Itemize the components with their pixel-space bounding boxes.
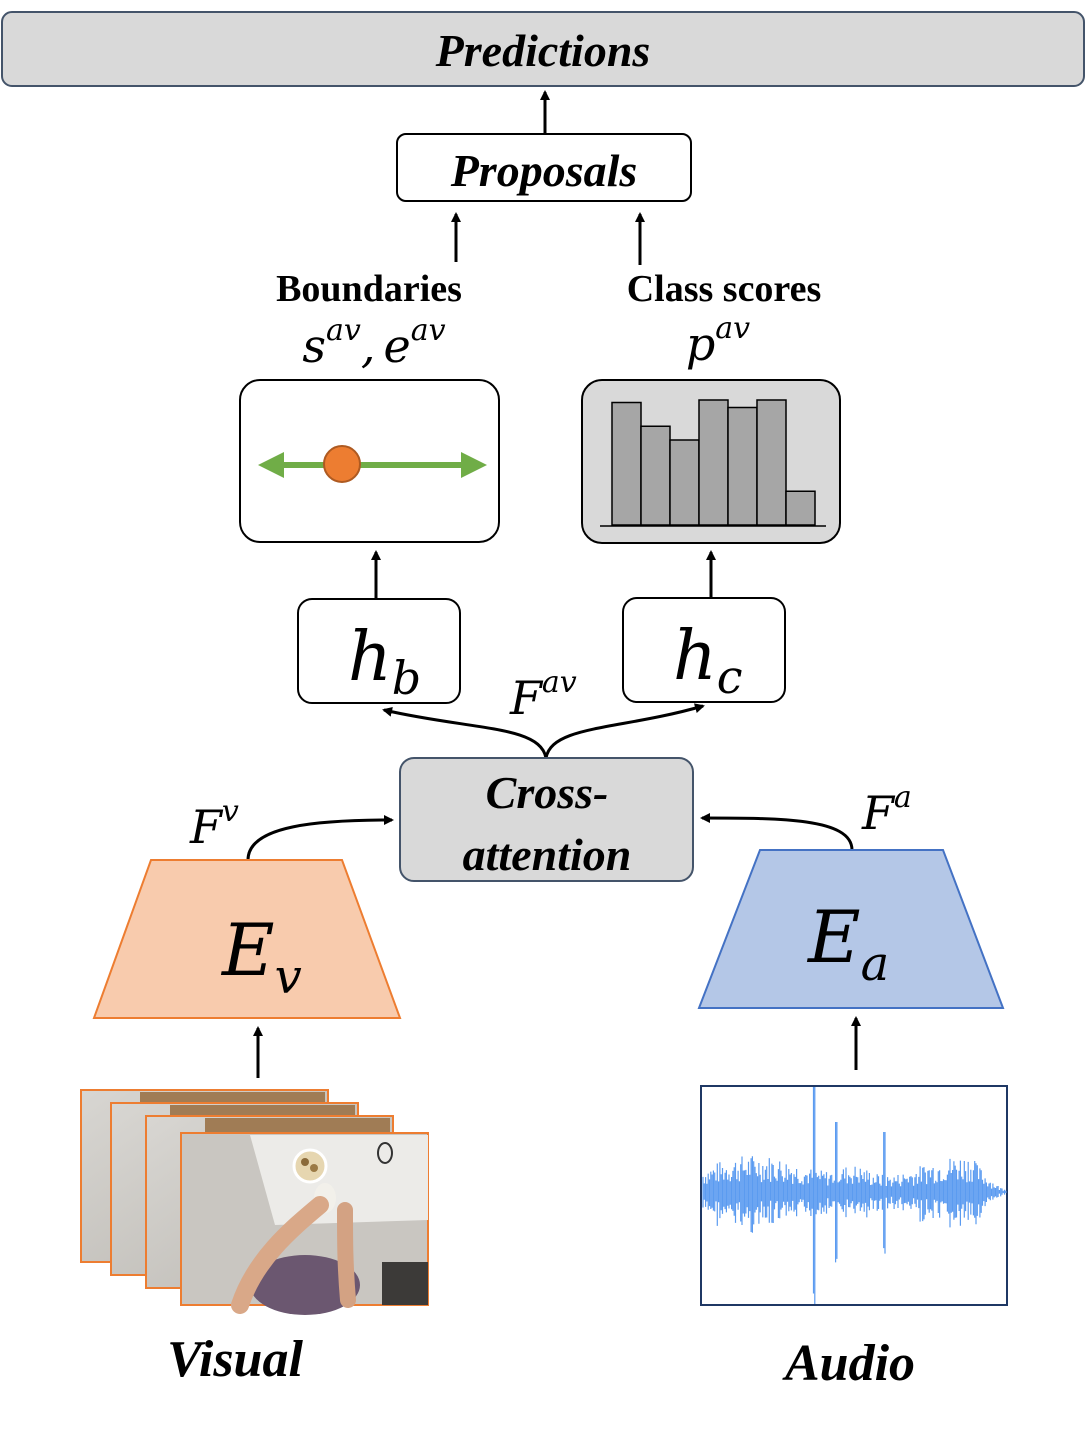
visual-encoder-label: Ev	[220, 908, 302, 1005]
boundary-right-arrow-icon	[461, 452, 487, 478]
visual-encoder: Ev	[92, 859, 402, 1019]
boundary-center-dot-icon	[323, 445, 361, 483]
boundary-head-box: hb	[297, 598, 461, 705]
class-score-bar	[698, 399, 729, 526]
class-score-bar	[727, 406, 758, 526]
predictions-box: Predictions	[1, 11, 1085, 87]
predictions-label: Predictions	[435, 25, 651, 76]
arrow-cross-attention-to-hc	[544, 703, 705, 759]
cross-attention-label-line1: Cross-	[486, 767, 609, 818]
boundary-left-arrow-icon	[258, 452, 284, 478]
proposals-box: Proposals	[396, 133, 692, 202]
audio-waveform	[702, 1087, 1007, 1304]
audio-feature-label: Fa	[861, 780, 912, 840]
arrow-audio-encoder-to-cross-attention	[700, 813, 854, 851]
arrow-visual-encoder-to-cross-attention	[246, 815, 394, 861]
class-score-bar	[669, 439, 700, 526]
class-score-output-box	[581, 379, 841, 544]
fused-feature-label: Fav	[509, 665, 577, 725]
visual-frames-stack	[80, 1089, 429, 1315]
boundaries-math: sav,eav	[302, 313, 445, 373]
class-scores-math: pav	[686, 311, 750, 371]
class-score-bar	[640, 425, 671, 526]
audio-waveform-box	[700, 1085, 1008, 1306]
audio-encoder: Ea	[697, 849, 1005, 1009]
class-scores-label: Class scores	[627, 268, 822, 310]
class-score-bar	[611, 401, 642, 526]
video-frame-front	[180, 1132, 429, 1315]
boundaries-label: Boundaries	[276, 268, 462, 310]
proposals-label: Proposals	[450, 145, 638, 196]
cross-attention-label-line2: attention	[463, 829, 632, 880]
class-score-bar	[756, 399, 787, 526]
boundary-head-label: hb	[348, 618, 421, 705]
arrow-cross-attention-to-hb	[382, 706, 548, 759]
audio-input-label: Audio	[782, 1335, 915, 1392]
visual-input-label: Visual	[167, 1331, 303, 1388]
audio-encoder-label: Ea	[806, 895, 889, 992]
class-head-box: hc	[622, 597, 786, 704]
class-score-histogram	[611, 399, 816, 526]
visual-feature-label: Fv	[189, 794, 239, 854]
class-head-label: hc	[673, 617, 743, 704]
boundary-output-box	[239, 379, 500, 543]
class-score-bar	[785, 490, 816, 526]
cross-attention-box: Cross- attention	[399, 757, 694, 882]
